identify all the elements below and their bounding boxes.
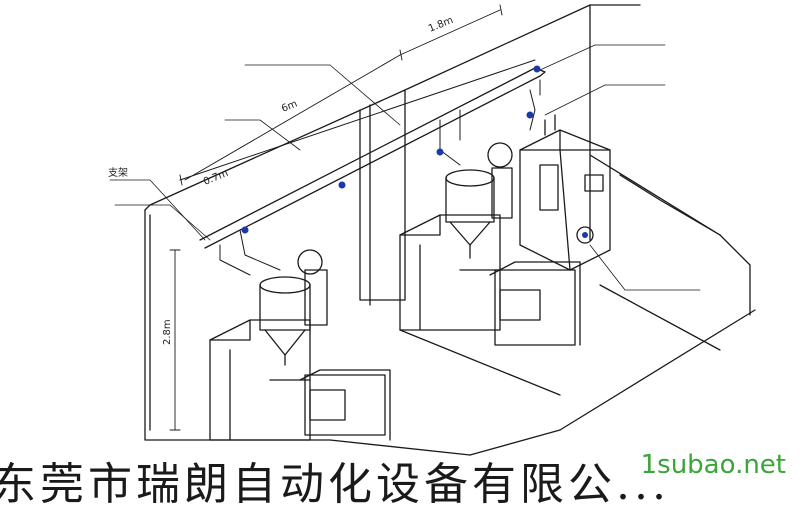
left-hopper-dryer	[259, 249, 328, 366]
right-hopper-dryer	[445, 142, 513, 259]
left-molding-machine	[209, 319, 391, 441]
node	[241, 226, 249, 234]
site-watermark: 1subao.net	[640, 450, 786, 480]
floor-lines	[329, 284, 721, 456]
dehumidifier-cabinet	[519, 114, 611, 271]
dimension-lines	[169, 4, 503, 431]
room-walls	[144, 4, 756, 456]
label-leaders	[109, 44, 701, 291]
node	[338, 181, 346, 189]
label-dim-height: 2.8m	[162, 319, 173, 345]
right-molding-machine	[399, 214, 581, 396]
label-bracket: 支架	[108, 167, 128, 179]
node	[582, 232, 588, 238]
connection-nodes	[241, 65, 588, 238]
company-name: 东莞市瑞朗自动化设备有限公...	[0, 459, 670, 510]
node	[436, 148, 444, 156]
node	[533, 65, 541, 73]
main-conveying-pipe	[179, 59, 546, 249]
label-dim-mid: 6m	[280, 99, 299, 115]
node	[526, 111, 534, 119]
footer-caption: 东莞市瑞朗自动化设备有限公... 1subao.net	[0, 444, 800, 510]
